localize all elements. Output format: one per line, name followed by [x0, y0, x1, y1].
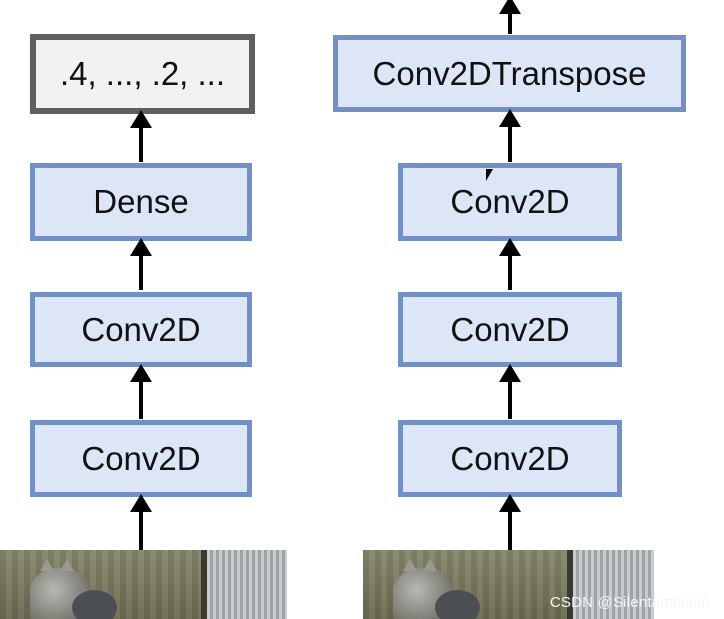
left-conv2d-upper-label: Conv2D	[81, 310, 201, 348]
arrow-right-image-to-conv	[499, 494, 521, 550]
output-vector-box: .4, ..., .2, ...	[30, 34, 255, 114]
arrow-dense-to-output	[130, 110, 152, 162]
right-conv2d-top-label: Conv2D	[450, 183, 570, 220]
right-conv2d-bottom-label: Conv2D	[450, 439, 570, 477]
left-input-cat-image	[0, 550, 287, 619]
arrow-right-conv-to-conv-top	[499, 238, 521, 290]
dense-layer-box: Dense	[30, 163, 252, 241]
right-input-cat-image	[363, 550, 654, 619]
left-conv2d-lower-label: Conv2D	[81, 439, 201, 477]
arrow-conv-to-dense	[130, 238, 152, 290]
arrow-left-image-to-conv	[130, 494, 152, 550]
arrow-transpose-output	[499, 0, 521, 34]
left-conv2d-upper-box: Conv2D	[30, 292, 252, 367]
right-conv2d-top-box: Conv2D	[398, 163, 622, 241]
conv2d-transpose-label: Conv2DTranspose	[372, 54, 647, 92]
watermark-text: CSDN @Silentambition	[549, 594, 710, 611]
right-conv2d-bottom-box: Conv2D	[398, 420, 622, 497]
right-conv2d-middle-box: Conv2D	[398, 292, 622, 367]
arrow-right-conv-to-conv-middle	[499, 364, 521, 419]
arrow-left-conv-to-conv	[130, 364, 152, 419]
left-conv2d-lower-box: Conv2D	[30, 420, 252, 497]
output-vector-label: .4, ..., .2, ...	[59, 55, 226, 92]
arrow-conv-to-transpose	[499, 109, 521, 162]
conv2d-transpose-box: Conv2DTranspose	[333, 35, 686, 112]
dense-layer-label: Dense	[93, 183, 189, 220]
right-conv2d-middle-label: Conv2D	[450, 310, 570, 348]
mouse-cursor-icon	[486, 169, 493, 181]
